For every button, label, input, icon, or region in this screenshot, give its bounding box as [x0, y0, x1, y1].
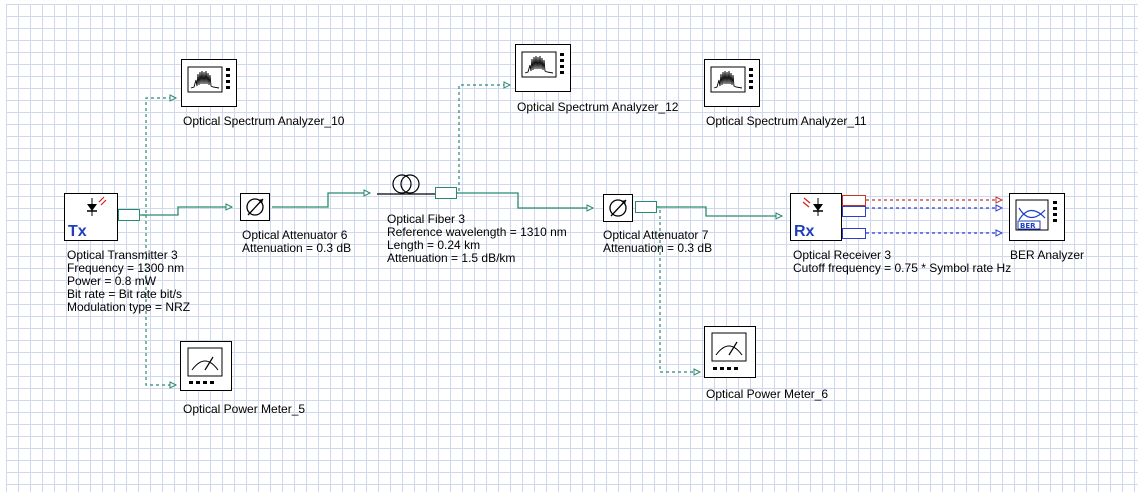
wire-fiber-att7[interactable]	[457, 192, 593, 209]
wire-att7-rx[interactable]	[657, 206, 782, 217]
wire-tx-osa10[interactable]	[142, 97, 176, 216]
power-meter-icon	[711, 332, 747, 370]
optical-spectrum-analyzer-12[interactable]	[515, 44, 571, 92]
ber-analyzer-icon: BER	[1015, 199, 1057, 231]
power-meter6-label: Optical Power Meter_6	[706, 387, 829, 401]
optical-transmitter-3[interactable]: Tx	[64, 193, 118, 241]
rx-output-ports[interactable]	[842, 194, 866, 240]
attenuator-icon	[609, 199, 627, 217]
wire-tx-att6[interactable]	[140, 206, 232, 216]
tx-output-port[interactable]	[118, 209, 140, 221]
wire-att7-pm6[interactable]	[657, 206, 700, 373]
osa11-label: Optical Spectrum Analyzer_11	[706, 114, 867, 128]
laser-diode-icon	[87, 196, 107, 216]
optical-receiver-3[interactable]: Rx	[790, 193, 842, 241]
osa12-label: Optical Spectrum Analyzer_12	[517, 100, 679, 114]
optical-attenuator-6[interactable]	[240, 193, 270, 221]
power-meter5-label: Optical Power Meter_5	[183, 402, 306, 416]
optical-fiber-3[interactable]	[376, 170, 435, 202]
receiver-label: Optical Receiver 3 Cutoff frequency = 0.…	[793, 248, 1012, 275]
wire-att6-fiber[interactable]	[272, 192, 370, 208]
transmitter-label: Optical Transmitter 3 Frequency = 1300 n…	[67, 248, 191, 314]
fiber-output-port[interactable]	[435, 187, 457, 199]
wire-tx-pm5[interactable]	[145, 215, 176, 386]
optical-power-meter-5[interactable]	[180, 341, 232, 391]
ber-icon-text: BER	[1020, 222, 1036, 230]
osa10-label: Optical Spectrum Analyzer_10	[183, 114, 345, 128]
attenuator7-output-port[interactable]	[635, 201, 657, 213]
optical-spectrum-analyzer-11[interactable]	[704, 59, 760, 107]
fiber-label: Optical Fiber 3 Reference wavelength = 1…	[387, 212, 567, 265]
attenuator6-label: Optical Attenuator 6 Attenuation = 0.3 d…	[242, 228, 352, 255]
wire-fiber-osa12[interactable]	[455, 84, 510, 194]
spectrum-analyzer-icon	[521, 51, 564, 78]
fiber-coil-icon	[377, 174, 435, 195]
attenuator7-label: Optical Attenuator 7 Attenuation = 0.3 d…	[603, 228, 713, 255]
ber-analyzer-label: BER Analyzer	[1010, 248, 1085, 262]
optical-power-meter-6[interactable]	[704, 326, 756, 378]
ber-analyzer[interactable]: BER	[1009, 193, 1065, 241]
spectrum-analyzer-icon	[187, 66, 230, 93]
photodiode-icon	[802, 197, 823, 216]
rx-icon-text: Rx	[794, 223, 815, 240]
attenuator-icon	[246, 198, 264, 216]
optical-attenuator-7[interactable]	[603, 194, 633, 222]
power-meter-icon	[187, 347, 223, 384]
optical-spectrum-analyzer-10[interactable]	[181, 59, 237, 107]
spectrum-analyzer-icon	[710, 66, 753, 93]
tx-icon-text: Tx	[68, 223, 87, 240]
